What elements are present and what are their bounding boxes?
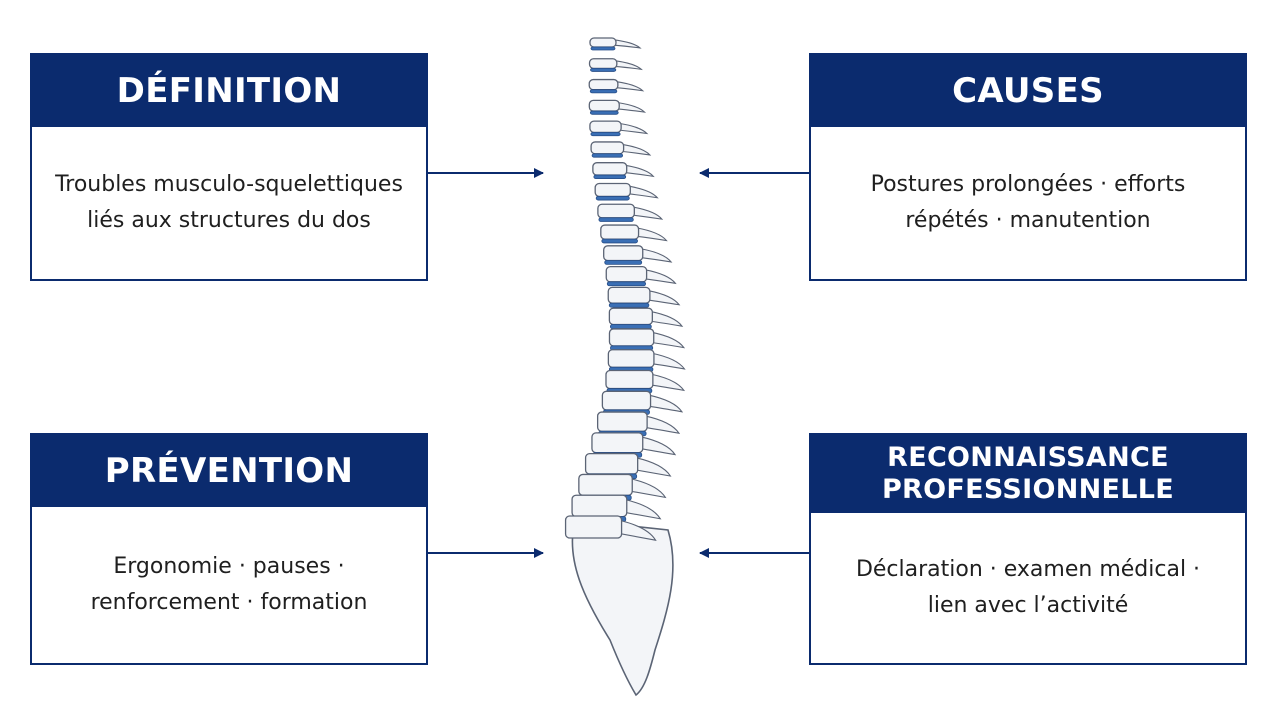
spinous-process: [636, 227, 668, 242]
intervertebral-disc: [590, 46, 616, 51]
spinous-process: [644, 415, 681, 434]
spinous-process: [651, 331, 686, 349]
vertebra: [608, 307, 653, 326]
intervertebral-disc: [609, 324, 652, 330]
spinous-process: [629, 477, 667, 499]
vertebra: [589, 37, 617, 48]
vertebra: [605, 369, 654, 390]
spinous-process: [627, 185, 659, 199]
intervertebral-disc: [604, 260, 643, 265]
vertebra: [592, 162, 628, 176]
vertebra: [597, 203, 635, 219]
vertebra: [588, 99, 620, 112]
causes-body: Postures prolongées · efforts répétés · …: [811, 127, 1245, 279]
vertebra: [608, 328, 655, 347]
vertebra: [588, 78, 619, 91]
vertebra: [603, 245, 644, 262]
reconnaissance-card: RECONNAISSANCE PROFESSIONNELLE Déclarati…: [809, 433, 1247, 665]
spinous-process: [647, 289, 681, 306]
intervertebral-disc: [601, 238, 638, 244]
reconnaissance-text-line-1: Déclaration · examen médical ·: [855, 557, 1201, 582]
spinous-process: [648, 394, 684, 413]
vertebra: [578, 473, 633, 496]
spinous-process: [640, 436, 677, 456]
spinous-process: [615, 80, 645, 92]
prevention-text-line-2: renforcement · formation: [90, 590, 368, 615]
prevention-text-line-1: Ergonomie · pauses ·: [113, 554, 345, 579]
vertebra: [605, 265, 648, 283]
spinous-process: [614, 60, 643, 71]
vertebra: [601, 390, 652, 411]
vertebra: [594, 182, 631, 198]
intervertebral-disc: [593, 174, 627, 180]
intervertebral-disc: [598, 217, 634, 222]
spinous-process: [651, 352, 686, 370]
spinous-process: [631, 206, 664, 220]
intervertebral-disc: [591, 153, 624, 158]
reconnaissance-text-line-2: lien avec l’activité: [927, 593, 1129, 618]
spinous-process: [624, 498, 662, 520]
intervertebral-disc: [590, 67, 617, 72]
reconnaissance-title-line-2: PROFESSIONNELLE: [881, 474, 1175, 505]
spinous-process: [640, 248, 673, 263]
intervertebral-disc: [590, 131, 621, 137]
reconnaissance-title-line-1: RECONNAISSANCE: [887, 442, 1169, 473]
vertebra: [584, 453, 639, 475]
definition-body: Troubles musculo-squelettiques liés aux …: [32, 127, 426, 279]
definition-text-line-2: liés aux structures du dos: [87, 208, 371, 233]
intervertebral-disc: [595, 196, 630, 201]
intervertebral-disc: [606, 281, 647, 287]
spinous-process: [624, 164, 655, 178]
reconnaissance-body: Déclaration · examen médical · lien avec…: [811, 513, 1245, 663]
prevention-body: Ergonomie · pauses · renforcement · form…: [32, 507, 426, 663]
definition-title: DÉFINITION: [32, 55, 426, 127]
definition-card: DÉFINITION Troubles musculo-squelettique…: [30, 53, 428, 281]
spine-icon: [564, 37, 686, 697]
sacrum-shape: [571, 519, 674, 697]
causes-title: CAUSES: [811, 55, 1245, 127]
spinous-process: [650, 373, 686, 392]
spinous-process: [616, 101, 647, 113]
vertebra: [590, 141, 625, 155]
spinous-process: [613, 39, 642, 49]
prevention-title: PRÉVENTION: [32, 435, 426, 507]
spinous-process: [649, 310, 684, 327]
vertebra: [588, 58, 618, 69]
vertebra: [591, 432, 644, 454]
causes-text-line-1: Postures prolongées · efforts: [870, 172, 1186, 197]
vertebra: [571, 494, 628, 518]
vertebra: [600, 224, 640, 240]
spinous-process: [635, 457, 672, 477]
intervertebral-disc: [608, 302, 650, 308]
definition-text-line-1: Troubles musculo-squelettiques: [55, 172, 403, 197]
reconnaissance-title: RECONNAISSANCE PROFESSIONNELLE: [811, 435, 1245, 513]
vertebra: [589, 120, 622, 134]
spinous-process: [621, 143, 652, 156]
vertebra: [607, 286, 651, 304]
vertebra: [607, 349, 655, 368]
spinous-process: [618, 122, 649, 135]
intervertebral-disc: [589, 89, 618, 94]
spinous-process: [619, 519, 657, 541]
intervertebral-disc: [589, 110, 619, 115]
prevention-card: PRÉVENTION Ergonomie · pauses · renforce…: [30, 433, 428, 665]
vertebra: [596, 411, 648, 432]
vertebra: [564, 515, 623, 539]
spinous-process: [644, 268, 677, 285]
causes-card: CAUSES Postures prolongées · efforts rép…: [809, 53, 1247, 281]
causes-text-line-2: répétés · manutention: [905, 208, 1151, 233]
